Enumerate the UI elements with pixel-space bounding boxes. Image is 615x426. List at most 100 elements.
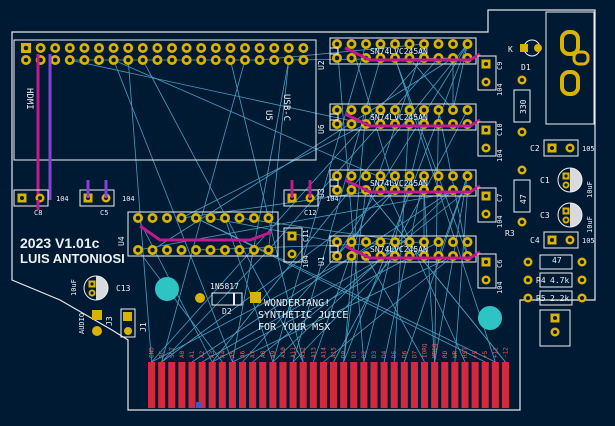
edge-finger-label: D0 bbox=[341, 350, 348, 358]
mount-hole-right bbox=[478, 306, 502, 330]
edge-finger bbox=[259, 362, 267, 408]
edge-finger-label: A10 bbox=[280, 347, 287, 358]
module-u5[interactable]: HDMI USB-C U5 bbox=[13, 39, 317, 200]
edge-finger-label: D5 bbox=[391, 350, 398, 358]
jack-j2[interactable] bbox=[545, 11, 595, 125]
edge-finger bbox=[269, 362, 277, 408]
elcap-c13[interactable]: C13 10uF bbox=[70, 275, 131, 301]
cap-value: 104 bbox=[496, 281, 504, 294]
edge-finger-label: A14 bbox=[320, 347, 327, 358]
edge-finger-label: A11 bbox=[290, 347, 297, 358]
jack-j1[interactable]: J1 bbox=[120, 308, 148, 338]
cap-c2[interactable]: C2 105 bbox=[530, 139, 595, 157]
jack-j3[interactable]: AUDIO J3 bbox=[78, 310, 114, 336]
ic-part-label: SN74LVC245AN bbox=[370, 113, 428, 122]
resistor-ref: R3 bbox=[505, 229, 515, 238]
elcap-value: 10uF bbox=[70, 279, 78, 296]
edge-finger bbox=[380, 362, 388, 408]
module-label-hdmi: HDMI bbox=[24, 88, 34, 110]
mount-hole-left bbox=[155, 277, 179, 301]
edge-finger-label: +5 bbox=[482, 350, 489, 358]
ic-ref-label: U6 bbox=[317, 124, 326, 134]
edge-finger bbox=[390, 362, 398, 408]
cap-value: 105 bbox=[582, 145, 595, 153]
jack-j3-label: AUDIO bbox=[78, 313, 86, 334]
edge-finger bbox=[340, 362, 348, 408]
edge-finger bbox=[299, 362, 307, 408]
edge-finger-label: RST bbox=[462, 347, 469, 358]
edge-finger-label: +12 bbox=[492, 347, 499, 358]
edge-finger-label: D2 bbox=[361, 350, 368, 358]
slogan-line-3: FOR YOUR MSX bbox=[258, 322, 330, 333]
cap-ref: C7 bbox=[496, 194, 504, 202]
elcap-ref: C13 bbox=[116, 284, 131, 293]
edge-finger bbox=[491, 362, 499, 408]
elcap-value: 10uF bbox=[586, 181, 594, 198]
edge-finger bbox=[218, 362, 226, 408]
elcap-c1[interactable]: C1 10uF bbox=[540, 167, 594, 198]
edge-finger-label: A2 bbox=[199, 350, 206, 358]
ratsnest-lines bbox=[69, 43, 506, 363]
diode-d2[interactable]: 1N5817 D2 bbox=[195, 282, 261, 316]
edge-finger-label: A6 bbox=[240, 350, 247, 358]
edge-finger bbox=[249, 362, 257, 408]
jack-j1-ref: J1 bbox=[139, 322, 148, 332]
edge-finger bbox=[370, 362, 378, 408]
edge-finger bbox=[471, 362, 479, 408]
edge-finger bbox=[421, 362, 429, 408]
elcap-ref: C1 bbox=[540, 176, 550, 185]
edge-finger-label: A1 bbox=[189, 350, 196, 358]
edge-finger bbox=[239, 362, 247, 408]
edge-finger bbox=[158, 362, 166, 408]
edge-finger-label: RD bbox=[442, 350, 449, 358]
edge-finger-label: D4 bbox=[381, 350, 388, 358]
diode-d1-ref: D1 bbox=[521, 63, 531, 72]
edge-finger bbox=[350, 362, 358, 408]
diode-d1[interactable]: K D1 bbox=[508, 39, 542, 72]
resistor-r2[interactable]: 47 bbox=[513, 165, 531, 227]
edge-finger bbox=[289, 362, 297, 408]
cap-value: 104 bbox=[496, 83, 504, 96]
edge-connector bbox=[148, 362, 509, 408]
diode-d2-ref: D2 bbox=[222, 307, 232, 316]
cap-value: 104 bbox=[122, 195, 135, 203]
resistor-r1[interactable]: 330 bbox=[513, 75, 531, 137]
resistor-value: 47 bbox=[552, 256, 562, 265]
edge-finger bbox=[360, 362, 368, 408]
cap-ref: C10 bbox=[496, 123, 504, 136]
resistor-value: 2.2k bbox=[550, 294, 569, 303]
edge-finger-label: -12 bbox=[502, 347, 509, 358]
ic-ref-label: U3 bbox=[317, 188, 326, 198]
resistor-r5[interactable]: R5 2.2k bbox=[523, 290, 587, 306]
elcap-ref: C3 bbox=[540, 211, 550, 220]
ic-u4[interactable]: U4 bbox=[117, 211, 279, 257]
ic-ref-label: U2 bbox=[317, 60, 326, 70]
resistor-r3[interactable]: R3 47 bbox=[505, 229, 587, 270]
module-ref-u5: U5 bbox=[263, 110, 273, 121]
diode-d1-k: K bbox=[508, 45, 513, 54]
cap-ref: C2 bbox=[530, 144, 540, 153]
edge-finger bbox=[198, 362, 206, 408]
edge-finger bbox=[168, 362, 176, 408]
ic-part-label: SN74LVC245AN bbox=[370, 245, 428, 254]
ic-u6[interactable]: SN74LVC245AN U6 bbox=[317, 103, 481, 134]
resistor-ref: R5 bbox=[536, 294, 546, 303]
diode-d2-part: 1N5817 bbox=[210, 282, 239, 291]
edge-finger-label: D7 bbox=[411, 350, 418, 358]
edge-finger-label: D1 bbox=[351, 350, 358, 358]
